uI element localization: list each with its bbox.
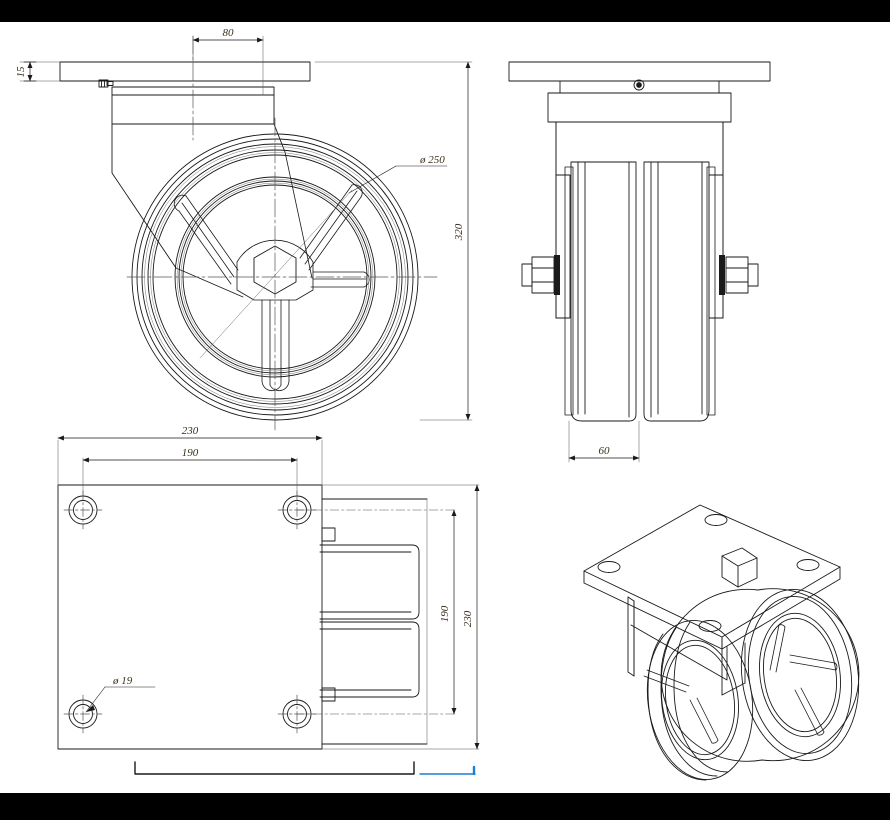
side-fork-body bbox=[111, 123, 286, 269]
dimension-labels: 80 15 ø 250 320 60 230 190 190 230 ø 19 bbox=[15, 27, 610, 687]
bottom-scale-rule bbox=[134, 761, 476, 776]
dim-label-bolt-spacing-y: 190 bbox=[439, 605, 451, 622]
dim-label-wheel-width: 60 bbox=[599, 445, 611, 457]
dim-bolt-spacing-x bbox=[82, 457, 298, 497]
bottom-black-band bbox=[0, 793, 890, 820]
plan-wheel-upper bbox=[319, 544, 420, 620]
front-swivel-neck bbox=[559, 80, 720, 94]
iso-wheel-near bbox=[646, 619, 754, 781]
dim-overall-height bbox=[314, 61, 473, 421]
iso-wheel-far bbox=[660, 588, 860, 762]
front-elevation-view bbox=[508, 61, 771, 463]
dim-plate-width bbox=[57, 435, 323, 486]
front-mounting-plate bbox=[508, 61, 771, 82]
front-axle-bolt-left bbox=[521, 255, 560, 295]
dim-label-plate-depth: 230 bbox=[462, 610, 474, 627]
dim-label-plate-thickness: 15 bbox=[15, 66, 27, 78]
dim-wheel-width bbox=[568, 420, 640, 463]
top-black-band bbox=[0, 0, 890, 22]
plan-wheel-lower bbox=[319, 621, 420, 698]
dim-bolt-spacing-y bbox=[296, 509, 457, 715]
side-diameter-leader bbox=[199, 165, 448, 359]
iso-axle-nut bbox=[721, 547, 758, 588]
front-wheel-right bbox=[643, 161, 710, 422]
dim-label-swivel-offset: 80 bbox=[223, 27, 235, 39]
side-grease-nipple bbox=[98, 79, 114, 88]
plan-hole-diameter-leader bbox=[85, 686, 156, 713]
side-wheel-spokes bbox=[173, 184, 370, 392]
iso-wheel-spokes bbox=[643, 624, 838, 744]
dim-plate-thickness bbox=[23, 61, 37, 82]
dim-plate-depth bbox=[321, 484, 480, 750]
front-wheel-left bbox=[570, 161, 637, 422]
isometric-view bbox=[583, 504, 860, 781]
dim-label-overall-height: 320 bbox=[453, 223, 465, 241]
plan-bolt-holes bbox=[68, 495, 312, 729]
plan-fork-outline bbox=[321, 498, 428, 745]
dim-label-wheel-diameter: ø 250 bbox=[419, 154, 445, 166]
side-fork-leg-inner bbox=[175, 151, 313, 298]
plan-mounting-plate bbox=[57, 484, 323, 750]
plan-hole-center-marks bbox=[63, 490, 317, 734]
front-swivel-collar bbox=[547, 92, 732, 186]
dim-label-bolt-hole-diameter: ø 19 bbox=[112, 675, 133, 687]
side-mounting-plate bbox=[59, 61, 311, 82]
side-elevation-view bbox=[19, 35, 473, 431]
dim-label-plate-width: 230 bbox=[182, 425, 199, 437]
iso-mounting-plate bbox=[583, 504, 841, 650]
front-axle-nut-right bbox=[719, 255, 759, 295]
front-fork-legs bbox=[555, 121, 724, 319]
plan-view bbox=[57, 435, 480, 750]
dim-label-bolt-spacing-x: 190 bbox=[182, 447, 199, 459]
dim-swivel-offset bbox=[192, 35, 264, 96]
front-kingpin-nut bbox=[633, 79, 645, 91]
